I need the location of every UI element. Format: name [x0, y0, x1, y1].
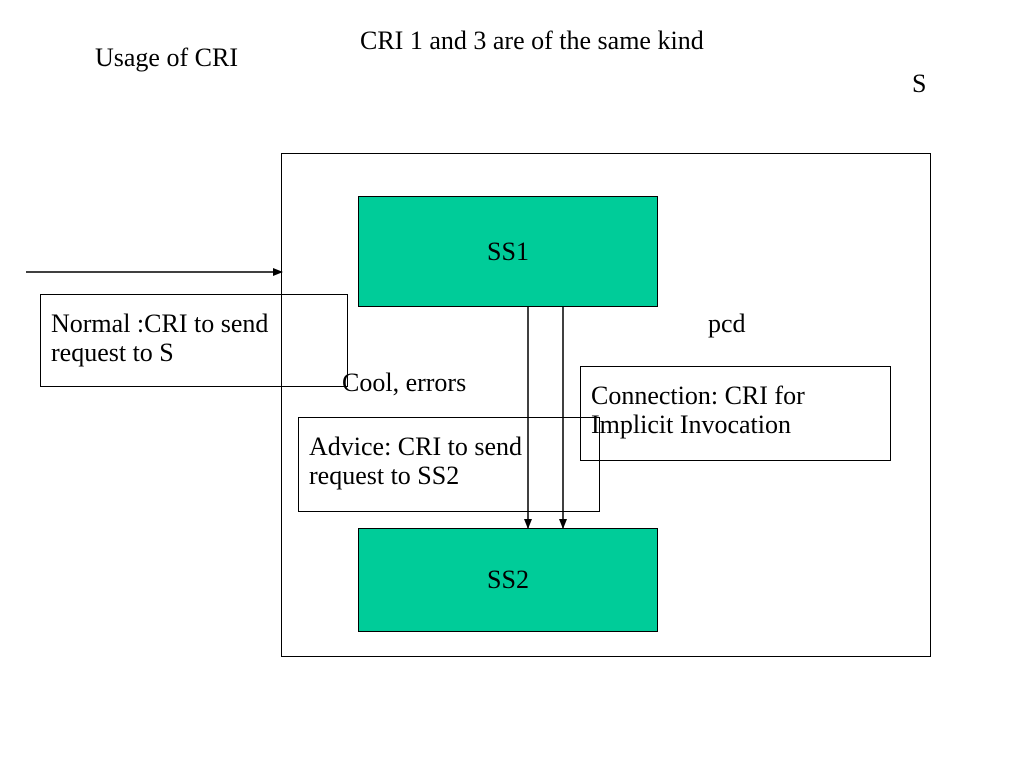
normal-note-line-1: Normal :CRI to send [51, 309, 269, 338]
connection-note: Connection: CRI for Implicit Invocation [580, 366, 891, 461]
system-label: S [912, 69, 927, 98]
ss2-label: SS2 [487, 565, 529, 594]
cool-errors-label: Cool, errors [342, 368, 467, 397]
connection-note-line-1: Connection: CRI for [591, 381, 805, 410]
usage-title: Usage of CRI [95, 43, 238, 72]
kind-note: CRI 1 and 3 are of the same kind [360, 26, 704, 55]
connection-note-line-2: Implicit Invocation [591, 410, 792, 439]
ss2-node: SS2 [358, 528, 658, 632]
advice-note-line-1: Advice: CRI to send [309, 432, 523, 461]
pcd-label: pcd [708, 309, 746, 338]
normal-note: Normal :CRI to send request to S [40, 294, 348, 387]
system-boundary [281, 153, 931, 657]
ss1-label: SS1 [487, 236, 529, 266]
advice-note-line-2: request to SS2 [309, 461, 460, 490]
ss1-node: SS1 [358, 196, 658, 307]
advice-note: Advice: CRI to send request to SS2 [298, 417, 600, 512]
normal-note-line-2: request to S [51, 338, 174, 367]
